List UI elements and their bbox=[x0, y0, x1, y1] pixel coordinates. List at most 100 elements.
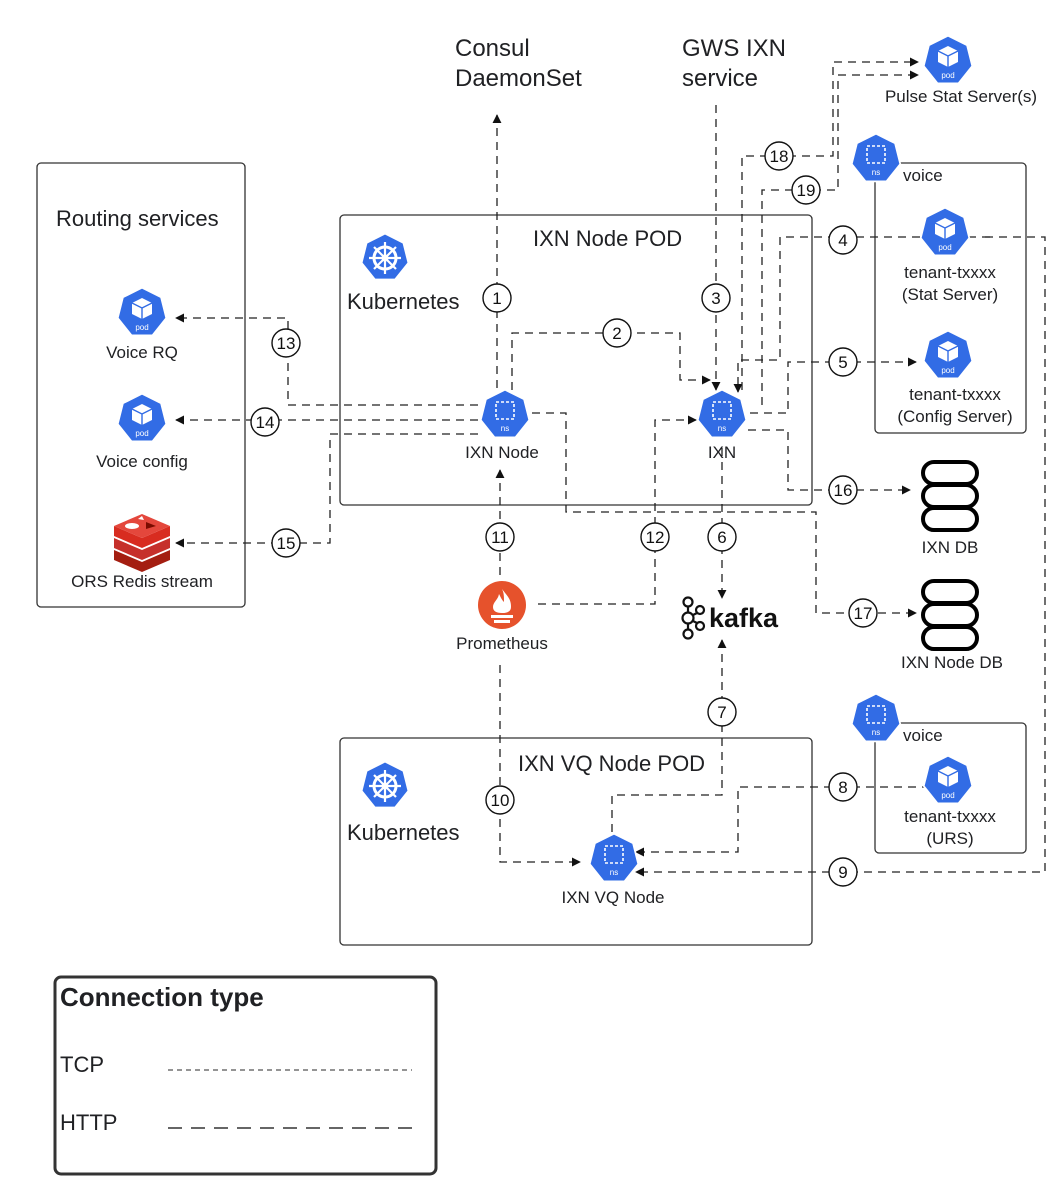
step-badge-14: 14 bbox=[250, 407, 280, 437]
svg-text:11: 11 bbox=[491, 528, 509, 547]
ixn-node-pod-box bbox=[339, 214, 813, 506]
svg-text:ns: ns bbox=[718, 424, 726, 433]
svg-text:7: 7 bbox=[717, 703, 726, 722]
legend-box bbox=[53, 975, 438, 1176]
ixn-node-label: IXN Node bbox=[465, 443, 539, 462]
step-badge-15: 15 bbox=[271, 528, 301, 558]
pulse-stat-server-label: Pulse Stat Server(s) bbox=[884, 87, 1038, 106]
svg-text:pod: pod bbox=[941, 791, 954, 800]
voice-rq-pod-icon: pod bbox=[116, 286, 168, 337]
step-badge-6: 6 bbox=[707, 522, 737, 552]
ixn-label: IXN bbox=[707, 443, 737, 462]
legend-http-label: HTTP bbox=[60, 1110, 118, 1135]
svg-text:10: 10 bbox=[491, 791, 510, 810]
conn-2-node-to-ixn bbox=[511, 332, 711, 390]
ixn-db-icon bbox=[921, 460, 979, 532]
conn-8-urs-vq bbox=[635, 786, 930, 857]
svg-text:ns: ns bbox=[610, 868, 618, 877]
stat-server-label-line1: tenant-txxxx bbox=[904, 263, 996, 282]
svg-text:2: 2 bbox=[612, 324, 621, 343]
step-badge-17: 17 bbox=[848, 598, 878, 628]
step-badge-10: 10 bbox=[485, 785, 515, 815]
urs-pod-icon: pod bbox=[922, 754, 974, 805]
svg-text:12: 12 bbox=[646, 528, 665, 547]
kubernetes-label: Kubernetes bbox=[347, 820, 460, 845]
ixn-node-pod-title: IXN Node POD bbox=[533, 226, 683, 251]
svg-text:13: 13 bbox=[277, 334, 296, 353]
consul-label-line1: Consul bbox=[455, 35, 530, 62]
gws-label-line2: service bbox=[682, 65, 759, 92]
step-badge-11: 11 bbox=[485, 522, 515, 552]
svg-text:1: 1 bbox=[492, 289, 501, 308]
step-badge-4: 4 bbox=[828, 225, 858, 255]
routing-services-title: Routing services bbox=[56, 206, 219, 231]
step-badge-8: 8 bbox=[828, 772, 858, 802]
step-badge-13: 13 bbox=[271, 328, 301, 358]
step-badge-7: 7 bbox=[707, 697, 737, 727]
ors-redis-stream-label: ORS Redis stream bbox=[71, 572, 213, 591]
kafka-icon bbox=[681, 596, 706, 640]
voice-namespace-top-box bbox=[874, 162, 1027, 434]
config-server-label-line2: (Config Server) bbox=[897, 407, 1013, 426]
voice-namespace-bottom-box bbox=[874, 722, 1027, 854]
conn-18-pulse bbox=[741, 57, 919, 390]
step-badge-3: 3 bbox=[701, 283, 731, 313]
voice-config-label: Voice config bbox=[96, 452, 188, 471]
consul-label-line2: DaemonSet bbox=[455, 65, 582, 92]
svg-text:pod: pod bbox=[938, 243, 951, 252]
config-server-pod-icon: pod bbox=[922, 329, 974, 380]
conn-10-prometheus-vq bbox=[499, 665, 581, 867]
svg-text:pod: pod bbox=[941, 366, 954, 375]
svg-text:4: 4 bbox=[838, 231, 847, 250]
legend-tcp-label: TCP bbox=[60, 1052, 104, 1077]
config-server-label-line1: tenant-txxxx bbox=[909, 385, 1001, 404]
svg-text:9: 9 bbox=[838, 863, 847, 882]
urs-label-line2: (URS) bbox=[926, 829, 974, 848]
voice-config-pod-icon: pod bbox=[116, 392, 168, 443]
svg-text:17: 17 bbox=[854, 604, 873, 623]
urs-label-line1: tenant-txxxx bbox=[904, 807, 996, 826]
kubernetes-label: Kubernetes bbox=[347, 289, 460, 314]
prometheus-label: Prometheus bbox=[456, 634, 548, 653]
kafka-wordmark: kafka bbox=[709, 603, 779, 633]
redis-icon bbox=[114, 514, 170, 572]
ixn-vq-node-pod-box bbox=[339, 737, 813, 946]
svg-text:14: 14 bbox=[256, 413, 275, 432]
ixn-vq-node-ns-icon: ns bbox=[588, 832, 640, 883]
svg-text:ns: ns bbox=[872, 728, 880, 737]
conn-17-node-db bbox=[532, 412, 917, 618]
svg-text:3: 3 bbox=[711, 289, 720, 308]
stat-server-pod-icon: pod bbox=[919, 206, 971, 257]
svg-text:19: 19 bbox=[797, 181, 816, 200]
svg-text:18: 18 bbox=[770, 147, 789, 166]
svg-text:6: 6 bbox=[717, 528, 726, 547]
routing-services-box bbox=[36, 162, 246, 608]
svg-text:ns: ns bbox=[872, 168, 880, 177]
voice-namespace-label: voice bbox=[903, 726, 943, 745]
conn-7-vq-kafka bbox=[611, 639, 727, 832]
step-badge-2: 2 bbox=[602, 318, 632, 348]
legend-title: Connection type bbox=[60, 982, 264, 1012]
voice-rq-label: Voice RQ bbox=[106, 343, 178, 362]
prometheus-icon bbox=[478, 581, 526, 629]
kubernetes-logo-icon bbox=[360, 760, 410, 809]
stat-server-label-line2: (Stat Server) bbox=[901, 285, 999, 304]
svg-text:ns: ns bbox=[501, 424, 509, 433]
svg-text:pod: pod bbox=[941, 71, 954, 80]
step-badge-19: 19 bbox=[791, 175, 821, 205]
step-badge-18: 18 bbox=[764, 141, 794, 171]
voice-namespace-label: voice bbox=[903, 166, 943, 185]
voice-namespace-ns-icon: ns bbox=[850, 692, 902, 743]
ixn-vq-node-pod-title: IXN VQ Node POD bbox=[518, 751, 706, 776]
svg-text:pod: pod bbox=[135, 323, 148, 332]
svg-text:16: 16 bbox=[834, 481, 853, 500]
ixn-node-ns-icon: ns bbox=[479, 388, 531, 439]
ixn-ns-icon: ns bbox=[696, 388, 748, 439]
conn-16-ixn-db bbox=[748, 429, 911, 495]
conn-5-config-server bbox=[750, 357, 917, 414]
step-badge-1: 1 bbox=[482, 283, 512, 313]
pulse-stat-server-pod-icon: pod bbox=[922, 34, 974, 85]
ixn-node-db-label: IXN Node DB bbox=[900, 653, 1004, 672]
